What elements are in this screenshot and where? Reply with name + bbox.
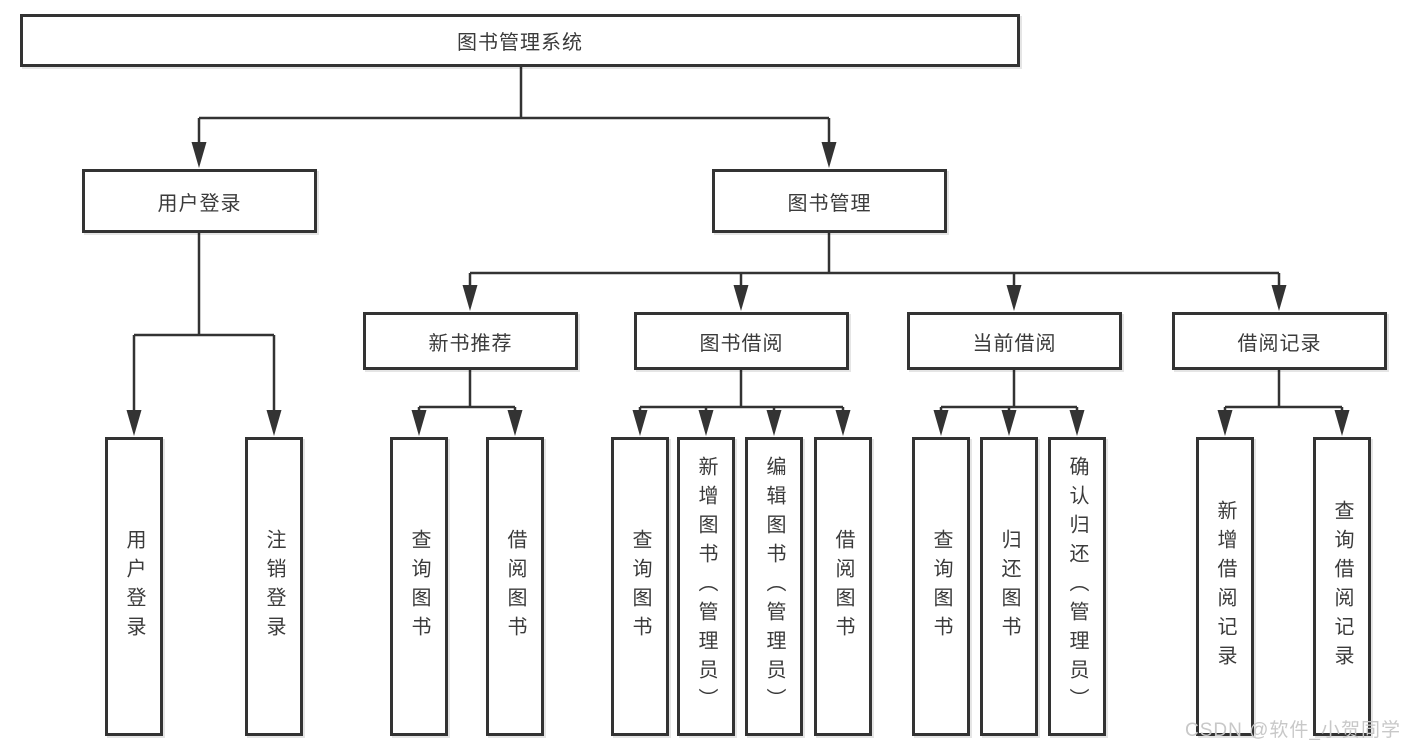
node-root-label: 图书管理系统 (457, 32, 583, 54)
arrowhead-icon (1001, 410, 1017, 436)
leaf-bookborrow-query: 查询图书 (611, 437, 669, 736)
arrowhead-icon (191, 142, 207, 168)
connector-new-books-children (411, 370, 523, 436)
arrowhead-icon (462, 285, 478, 311)
node-book-mgmt: 图书管理 (712, 169, 947, 233)
leaf-newbooks-borrow-label: 借阅图书 (504, 528, 526, 645)
arrowhead-icon (835, 410, 851, 436)
node-borrow-records-label: 借阅记录 (1237, 332, 1322, 355)
arrowhead-icon (1271, 285, 1287, 311)
node-current-borrow: 当前借阅 (907, 312, 1122, 370)
arrowhead-icon (1334, 410, 1350, 436)
leaf-records-add-label: 新增借阅记录 (1214, 499, 1236, 674)
arrowhead-icon (507, 410, 523, 436)
node-user-login: 用户登录 (82, 169, 317, 233)
connector-book-mgmt-children (462, 233, 1287, 311)
connector-borrow-records-children (1217, 370, 1350, 436)
arrowhead-icon (1217, 410, 1233, 436)
node-book-borrow: 图书借阅 (634, 312, 849, 370)
node-borrow-records: 借阅记录 (1172, 312, 1387, 370)
leaf-newbooks-query-label: 查询图书 (408, 528, 430, 645)
leaf-user-login-label: 用户登录 (123, 528, 145, 645)
arrowhead-icon (766, 410, 782, 436)
leaf-currentborrow-query-label: 查询图书 (930, 528, 952, 645)
node-new-books-label: 新书推荐 (428, 332, 513, 355)
leaf-bookborrow-add: 新增图书（管理员） (677, 437, 735, 736)
leaf-user-login: 用户登录 (105, 437, 163, 736)
leaf-newbooks-query: 查询图书 (390, 437, 448, 736)
node-book-mgmt-label: 图书管理 (787, 192, 872, 215)
node-current-borrow-label: 当前借阅 (972, 332, 1057, 355)
leaf-currentborrow-confirm: 确认归还（管理员） (1048, 437, 1106, 736)
arrowhead-icon (933, 410, 949, 436)
leaf-records-add: 新增借阅记录 (1196, 437, 1254, 736)
node-root: 图书管理系统 (20, 14, 1020, 67)
arrowhead-icon (1006, 285, 1022, 311)
arrowhead-icon (733, 285, 749, 311)
arrowhead-icon (821, 142, 837, 168)
leaf-logout: 注销登录 (245, 437, 303, 736)
connector-root-to-level2 (191, 67, 837, 168)
arrowhead-icon (1069, 410, 1085, 436)
leaf-logout-label: 注销登录 (263, 528, 285, 645)
arrowhead-icon (698, 410, 714, 436)
watermark: CSDN @软件_小贺同学 (1185, 720, 1401, 741)
node-new-books: 新书推荐 (363, 312, 578, 370)
arrowhead-icon (632, 410, 648, 436)
node-user-login-label: 用户登录 (157, 192, 242, 215)
arrowhead-icon (411, 410, 427, 436)
leaf-records-query: 查询借阅记录 (1313, 437, 1371, 736)
leaf-bookborrow-query-label: 查询图书 (629, 528, 651, 645)
node-book-borrow-label: 图书借阅 (699, 332, 784, 355)
leaf-currentborrow-return: 归还图书 (980, 437, 1038, 736)
leaf-newbooks-borrow: 借阅图书 (486, 437, 544, 736)
leaf-bookborrow-edit-label: 编辑图书（管理员） (763, 456, 785, 717)
connector-user-login-children (126, 233, 282, 436)
arrowhead-icon (266, 410, 282, 436)
leaf-bookborrow-borrow: 借阅图书 (814, 437, 872, 736)
leaf-bookborrow-borrow-label: 借阅图书 (832, 528, 854, 645)
leaf-records-query-label: 查询借阅记录 (1331, 499, 1353, 674)
leaf-currentborrow-return-label: 归还图书 (998, 528, 1020, 645)
connector-book-borrow-children (632, 370, 851, 436)
leaf-bookborrow-add-label: 新增图书（管理员） (695, 456, 717, 717)
arrowhead-icon (126, 410, 142, 436)
leaf-bookborrow-edit: 编辑图书（管理员） (745, 437, 803, 736)
leaf-currentborrow-query: 查询图书 (912, 437, 970, 736)
connector-current-borrow-children (933, 370, 1085, 436)
leaf-currentborrow-confirm-label: 确认归还（管理员） (1066, 456, 1088, 717)
